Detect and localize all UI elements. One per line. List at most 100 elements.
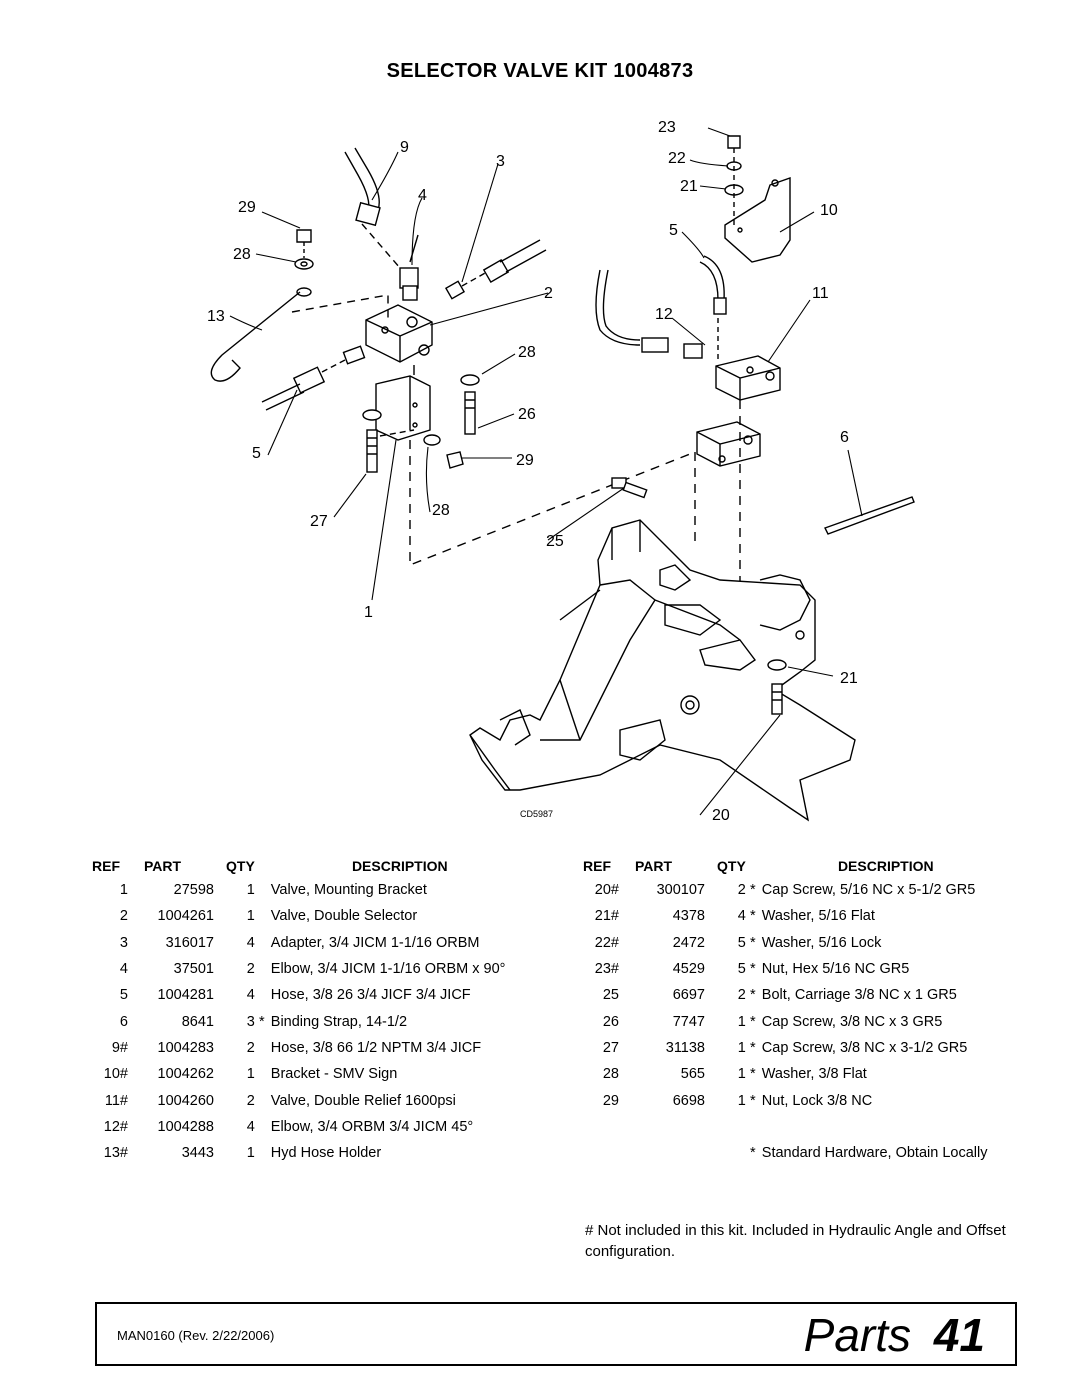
qty-cell: 2	[737, 882, 746, 899]
callout-1: 1	[364, 604, 373, 621]
adapter-3-drawing	[444, 239, 547, 300]
description-cell: Cap Screw, 3/8 NC x 3 GR5	[761, 1013, 943, 1030]
ref-cell: 13#	[103, 1145, 128, 1162]
callout-5-right: 5	[669, 222, 678, 239]
std-hardware-mark: *	[749, 1092, 756, 1109]
callout-21-bottom: 21	[840, 670, 858, 687]
part-number-cell: 7747	[672, 1013, 705, 1030]
page-section-heading: Parts 41	[804, 1308, 985, 1362]
callout-25: 25	[546, 533, 564, 550]
part-number-cell	[619, 1140, 705, 1166]
qty-cell: 1	[246, 1066, 255, 1083]
description-cell: Washer, 5/16 Flat	[761, 908, 875, 925]
exploded-parts-diagram: 23 22 21 10 5 11 12 9 3 4 29 28 13 2 28 …	[207, 119, 915, 824]
col-part-header: PART	[144, 858, 182, 874]
qty-cell: 2	[246, 1039, 255, 1056]
ref-cell: 22#	[594, 934, 619, 951]
qty-cell: 4	[246, 1118, 255, 1135]
qty-cell: 1	[246, 882, 255, 899]
description-cell: Nut, Hex 5/16 NC GR5	[761, 961, 910, 978]
relief-valve-11-drawing	[715, 355, 781, 401]
part-number-cell: 565	[680, 1066, 705, 1083]
part-number-cell: 3443	[181, 1145, 214, 1162]
std-hardware-mark: *	[749, 1066, 756, 1083]
ref-cell: 26	[602, 1013, 619, 1030]
callout-28-low: 28	[432, 502, 450, 519]
std-hardware-mark	[255, 903, 269, 929]
qty-cell: 5	[737, 961, 746, 978]
col-description-header: DESCRIPTION	[837, 858, 934, 874]
part-number-cell: 8641	[181, 1013, 214, 1030]
description-cell: Adapter, 3/4 JICM 1-1/16 ORBM	[270, 934, 480, 951]
ref-cell: 11#	[104, 1092, 128, 1109]
nut-washer-29-28-drawing	[294, 229, 314, 270]
callout-27: 27	[310, 513, 328, 530]
description-cell: Hose, 3/8 66 1/2 NPTM 3/4 JICF	[270, 1039, 482, 1056]
qty-cell: 1	[737, 1092, 746, 1109]
std-hardware-mark: *	[749, 908, 756, 925]
qty-cell: 1	[737, 1066, 746, 1083]
std-hardware-mark: *	[749, 882, 756, 899]
leader-lines	[229, 127, 863, 816]
col-part-header: PART	[635, 858, 673, 874]
description-cell: Nut, Lock 3/8 NC	[761, 1092, 873, 1109]
std-hardware-mark: *	[749, 961, 756, 978]
ref-cell	[583, 1140, 619, 1166]
smv-bracket-10-drawing	[724, 177, 791, 263]
qty-cell: 1	[737, 1039, 746, 1056]
std-hardware-mark	[255, 1140, 269, 1166]
qty-cell: 5	[737, 934, 746, 951]
description-cell: Elbow, 3/4 ORBM 3/4 JICM 45°	[270, 1118, 474, 1135]
ref-cell: 28	[602, 1066, 619, 1083]
binding-strap-6-drawing	[824, 496, 915, 535]
callout-29-top: 29	[238, 199, 256, 216]
ref-cell	[583, 1114, 619, 1140]
callout-2: 2	[544, 285, 553, 302]
ref-cell: 4	[119, 961, 128, 978]
callout-6: 6	[840, 429, 849, 446]
valve-2-drawing	[365, 304, 433, 363]
table-header-row: REF PART QTY DESCRIPTION	[583, 855, 1012, 877]
qty-cell: 2	[246, 961, 255, 978]
description-cell: Bracket - SMV Sign	[270, 1066, 398, 1083]
std-hardware-mark	[255, 1114, 269, 1140]
callout-28-top: 28	[233, 246, 251, 263]
description-cell: Valve, Double Selector	[270, 908, 418, 925]
col-qty-header: QTY	[717, 858, 746, 874]
relief-valve-lower-drawing	[696, 421, 761, 467]
qty-cell: 4	[737, 908, 746, 925]
part-number-cell: 6698	[672, 1092, 705, 1109]
part-number-cell	[619, 1114, 705, 1140]
bolts-26-27-drawing	[362, 374, 480, 473]
part-number-cell: 300107	[656, 882, 705, 899]
col-ref-header: REF	[583, 858, 611, 874]
revision-label: MAN0160 (Rev. 2/22/2006)	[117, 1328, 275, 1343]
part-number-cell: 1004281	[157, 987, 214, 1004]
qty-cell: 4	[246, 987, 255, 1004]
col-qty-header: QTY	[226, 858, 255, 874]
hose-holder-13-drawing	[210, 287, 312, 382]
description-cell: Hose, 3/8 26 3/4 JICF 3/4 JICF	[270, 987, 471, 1004]
std-hardware-mark: *	[749, 1013, 756, 1030]
qty-cell	[705, 1140, 746, 1166]
part-number-cell: 4529	[672, 961, 705, 978]
part-number-cell: 1004260	[157, 1092, 214, 1109]
description-cell: Hyd Hose Holder	[270, 1145, 382, 1162]
col-ref-header: REF	[92, 858, 120, 874]
ref-cell: 1	[119, 882, 128, 899]
std-hardware-mark	[255, 1061, 269, 1087]
callout-23: 23	[658, 119, 676, 136]
description-cell: Valve, Mounting Bracket	[270, 882, 427, 899]
